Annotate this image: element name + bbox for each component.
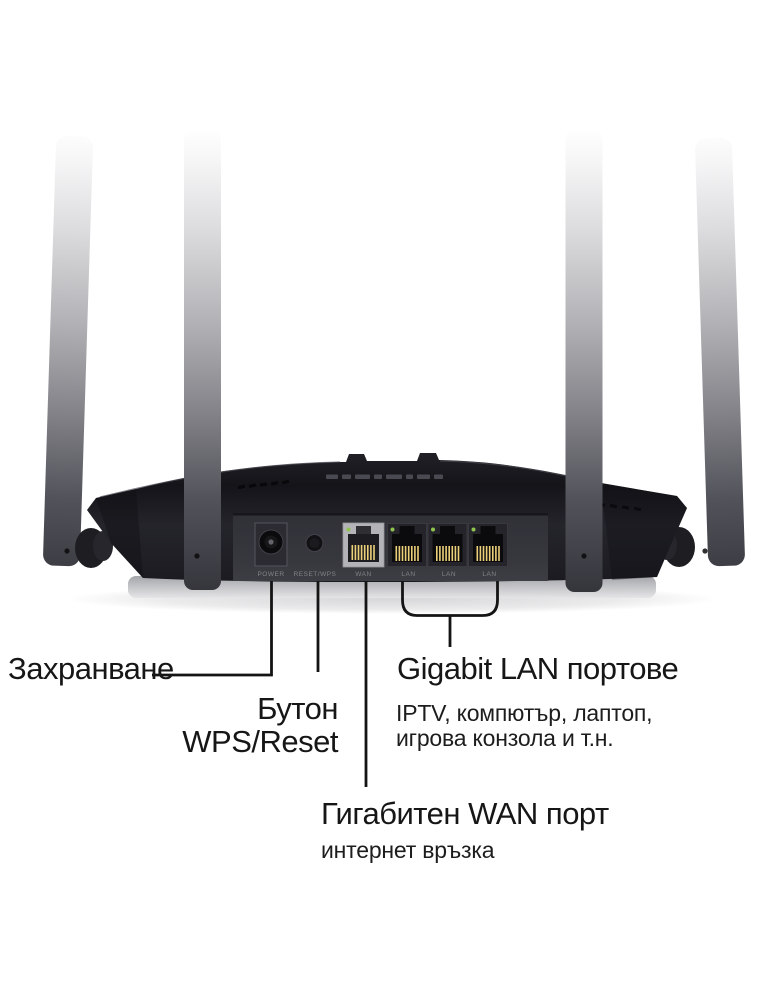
lan-callout-subtitle-1: IPTV, компютър, лаптоп, bbox=[396, 700, 653, 726]
lan-port-2: LAN bbox=[427, 523, 468, 578]
antenna-4-screw bbox=[702, 548, 708, 554]
power-callout-label: Захранване bbox=[8, 651, 174, 686]
reset-wps-label: RESET/WPS bbox=[294, 571, 337, 578]
antenna-1 bbox=[43, 135, 93, 567]
lan-port-2-label: LAN bbox=[442, 571, 456, 578]
vent-slits-left bbox=[237, 479, 290, 490]
vent-slits-right bbox=[597, 502, 642, 512]
power-port: POWER bbox=[254, 522, 288, 578]
lan-2-led bbox=[431, 527, 435, 532]
lan-port-3: LAN bbox=[468, 523, 508, 578]
wps-reset-callout-label: Бутон WPS/Reset bbox=[182, 692, 338, 758]
wan-port-label: WAN bbox=[355, 571, 371, 578]
antenna-2-screw bbox=[194, 553, 200, 559]
antenna-1-screw bbox=[64, 548, 70, 554]
lan-callout-title: Gigabit LAN портове bbox=[397, 651, 679, 686]
wan-port: WAN bbox=[342, 522, 385, 578]
wan-callout-title: Гигабитен WAN порт bbox=[321, 796, 609, 831]
lan-port-3-label: LAN bbox=[482, 571, 496, 578]
antenna-2 bbox=[184, 130, 221, 590]
lan-callout-subtitle-2: игрова конзола и т.н. bbox=[396, 725, 614, 751]
facet-left bbox=[96, 489, 143, 578]
callout-bracket-lan bbox=[401, 581, 499, 647]
callout-line-power bbox=[152, 581, 273, 677]
wps-reset-callout-line2: WPS/Reset bbox=[182, 724, 338, 759]
lan-1-led bbox=[390, 527, 395, 532]
power-port-label: POWER bbox=[257, 571, 284, 578]
reset-wps-button: RESET/WPS bbox=[294, 534, 337, 578]
router-base bbox=[128, 576, 656, 598]
wan-callout-subtitle: интернет връзка bbox=[321, 837, 495, 863]
facet-right bbox=[601, 483, 687, 580]
antenna-3 bbox=[565, 130, 603, 592]
lan-port-1-label: LAN bbox=[401, 571, 415, 578]
lan-3-led bbox=[471, 527, 476, 532]
logo-emboss bbox=[326, 474, 443, 479]
antenna-4 bbox=[695, 137, 745, 567]
antenna-3-screw bbox=[581, 553, 587, 559]
lan-port-1: LAN bbox=[387, 523, 427, 578]
wps-reset-callout-line1: Бутон bbox=[257, 691, 338, 726]
wan-led bbox=[346, 527, 351, 532]
